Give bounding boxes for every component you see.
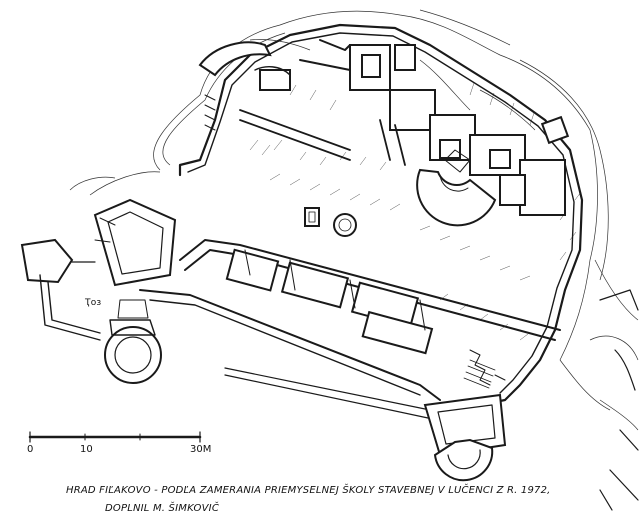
scale-bar: [28, 431, 202, 443]
stairway: [463, 359, 496, 389]
south-wall-range: [139, 239, 561, 419]
terrain-annotation: Ҭоз: [85, 298, 102, 308]
caption-line-2: DOPLNIL M. ŠIMKOVIČ: [105, 503, 219, 514]
semicircular-bastion: [416, 149, 497, 227]
scale-label-10: 10: [80, 444, 93, 455]
rock-outline: [69, 9, 639, 431]
outer-curtain-wall: [178, 23, 584, 407]
round-tower-southwest: [104, 299, 162, 384]
scale-label-0: 0: [27, 444, 34, 455]
northwest-tower: [198, 41, 291, 131]
courtyard-cistern: [304, 207, 357, 237]
pentagon-bastion: [93, 198, 177, 287]
east-ruin-fragments: [599, 289, 639, 511]
scale-label-30m: 30M: [190, 444, 212, 455]
western-outwork: [20, 238, 101, 341]
southeast-gate-tower: [423, 349, 507, 482]
caption-line-1: HRAD FIĽAKOVO - PODĽA ZAMERANIA PRIEMYSE…: [66, 485, 551, 496]
north-palace: [239, 39, 570, 216]
